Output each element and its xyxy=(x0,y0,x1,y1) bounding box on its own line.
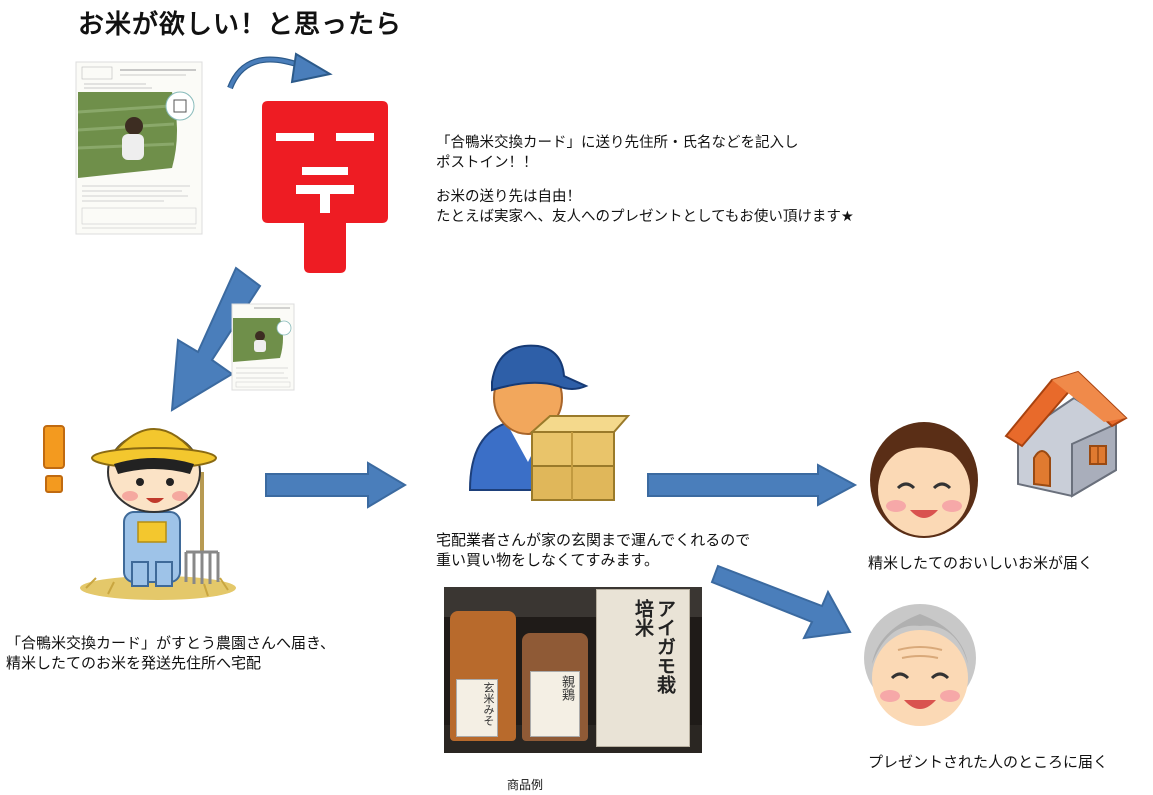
woman-face-icon xyxy=(870,422,978,538)
delivery-person-icon xyxy=(468,344,631,501)
right-arrow-icon xyxy=(647,463,858,507)
delivery-caption: 宅配業者さんが家の玄関まで運んでくれるので 重い買い物をしなくてすみます。 xyxy=(436,530,750,570)
bag-label: 親鶏 xyxy=(530,671,580,737)
caption-line: 重い買い物をしなくてすみます。 xyxy=(436,551,660,569)
farm-caption: 「合鴨米交換カード」がすとう農園さんへ届き、 精米したてのお米を発送先住所へ宅配 xyxy=(6,633,335,673)
instruction-line: お米の送り先は自由！ xyxy=(436,189,581,205)
mailed-card-image xyxy=(231,303,295,391)
instruction-line: たとえば実家へ、友人へのプレゼントとしてもお使い頂けます★ xyxy=(436,209,854,225)
house-icon xyxy=(1004,370,1128,498)
right-arrow-icon xyxy=(265,461,407,509)
down-right-arrow-icon xyxy=(710,564,852,640)
instruction-line: 「合鴨米交換カード」に送り先住所・氏名などを記入し xyxy=(436,135,799,151)
bag-label: 玄米みそ xyxy=(456,679,498,737)
product-photo: 玄米みそ 親鶏 アイガモ栽培米 xyxy=(444,587,702,753)
caption-line: 「合鴨米交換カード」がすとう農園さんへ届き、 xyxy=(6,634,335,652)
rice-bag xyxy=(596,589,690,747)
exchange-card-image xyxy=(75,61,203,235)
bag-label: アイガモ栽培米 xyxy=(632,599,676,694)
elderly-woman-face-icon xyxy=(864,604,976,726)
farmer-icon xyxy=(80,428,236,600)
instruction-text: 「合鴨米交換カード」に送り先住所・氏名などを記入し ポストイン！！ お米の送り先… xyxy=(436,133,854,227)
postbox-icon xyxy=(262,101,388,273)
instruction-line: ポストイン！！ xyxy=(436,155,538,171)
caption-line: 宅配業者さんが家の玄関まで運んでくれるので xyxy=(436,531,751,549)
caption-line: 精米したてのお米を発送先住所へ宅配 xyxy=(6,654,262,672)
curved-arrow-icon xyxy=(227,52,333,90)
product-label: 商品例 xyxy=(507,778,544,792)
page-title: お米が欲しい！と思ったら xyxy=(78,10,403,40)
home-caption: 精米したてのおいしいお米が届く xyxy=(868,554,1094,572)
exclamation-icon xyxy=(43,425,65,493)
gift-caption: プレゼントされた人のところに届く xyxy=(868,753,1109,771)
